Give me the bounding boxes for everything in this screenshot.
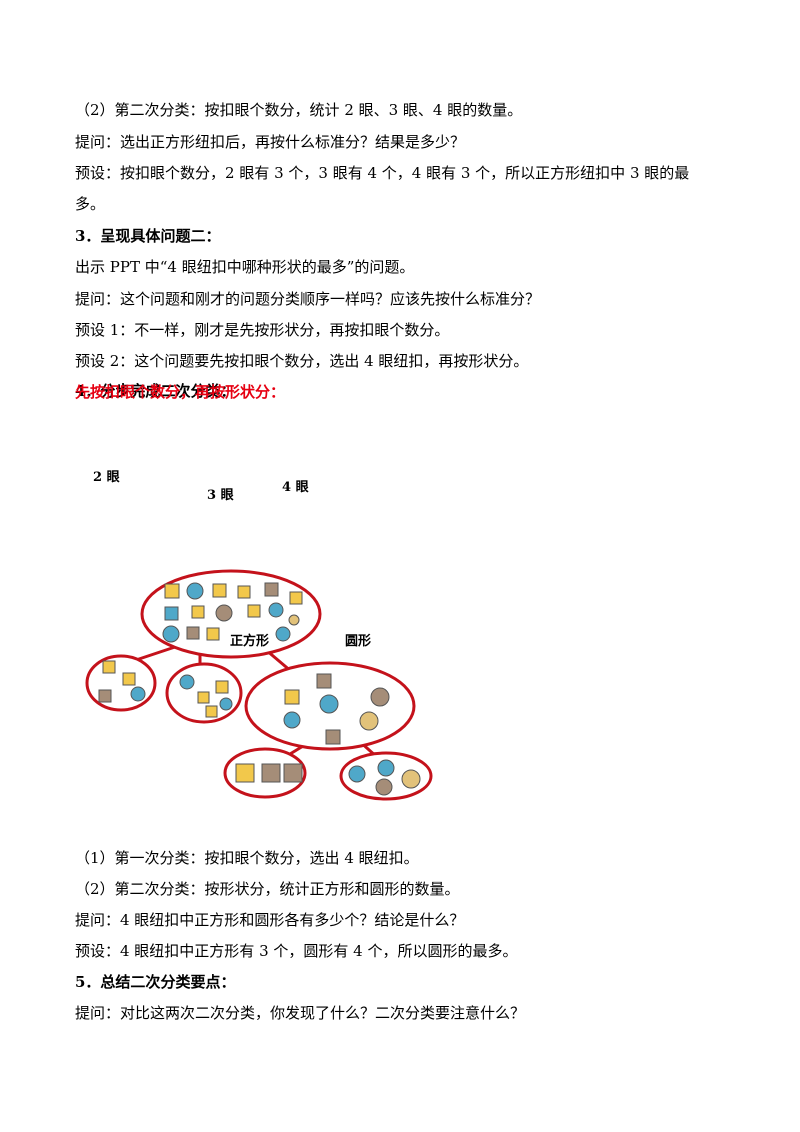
square-button [164,583,180,599]
round-button [377,759,395,777]
square-button [206,627,220,641]
section-heading: 3．呈现具体问题二： [75,227,221,245]
square-button [247,604,261,618]
round-button [179,674,195,690]
section-heading: 5．总结二次分类要点： [75,973,236,991]
square-button [237,585,251,599]
square-button [164,606,179,621]
round-button [162,625,180,643]
square-button [261,763,281,783]
text-line: 预设：按扣眼个数分，2 眼有 3 个，3 眼有 4 个，4 眼有 3 个，所以正… [75,164,690,182]
text-line: 出示 PPT 中“4 眼纽扣中哪种形状的最多”的问题。 [75,258,415,276]
square-button [284,689,300,705]
square-button [264,582,279,597]
square-button [191,605,205,619]
square-button [235,763,255,783]
text-line: （2）第二次分类：按扣眼个数分，统计 2 眼、3 眼、4 眼的数量。 [75,101,523,119]
round-button [288,614,300,626]
round-button [130,686,146,702]
square-button [316,673,332,689]
label-square: 正方形 [230,634,270,649]
label-four-eye: 4 眼 [282,480,309,495]
square-button [215,680,229,694]
round-button [186,582,204,600]
text-line: 提问：选出正方形纽扣后，再按什么标准分？结果是多少？ [75,133,466,151]
square-button [289,591,303,605]
label-round: 圆形 [345,634,372,649]
round-button [219,697,233,711]
square-button [98,689,112,703]
round-button [348,765,366,783]
square-button [197,691,210,704]
round-button [359,711,379,731]
square-button [212,583,227,598]
square-button [283,763,303,783]
text-line: 预设 1：不一样，刚才是先按形状分，再按扣眼个数分。 [75,321,450,339]
text-line: （2）第二次分类：按形状分，统计正方形和圆形的数量。 [75,880,460,898]
text-line: 预设：4 眼纽扣中正方形有 3 个，圆形有 4 个，所以圆形的最多。 [75,942,518,960]
text-line: 提问：4 眼纽扣中正方形和圆形各有多少个？结论是什么？ [75,911,465,929]
round-button [375,778,393,796]
square-button [325,729,341,745]
round-button [370,687,390,707]
text-line: 提问：这个问题和刚才的问题分类顺序一样吗？应该先按什么标准分？ [75,290,541,308]
round-button [401,769,421,789]
text-line: （1）第一次分类：按扣眼个数分，选出 4 眼纽扣。 [75,849,419,867]
round-button [215,604,233,622]
round-button [283,711,301,729]
label-two-eye: 2 眼 [93,470,120,485]
round-button [268,602,284,618]
text-line: 多。 [75,195,106,213]
label-three-eye: 3 眼 [207,488,234,503]
two-eye-ellipse [85,654,157,712]
section-heading: 4．分步完成二次分类： [75,382,236,400]
text-line: 提问：对比这两次二次分类，你发现了什么？二次分类要注意什么？ [75,1004,526,1022]
square-button [205,705,218,718]
round-button [319,694,339,714]
text-line: 预设 2：这个问题要先按扣眼个数分，选出 4 眼纽扣，再按形状分。 [75,352,529,370]
red-overlay-heading: 先按扣眼个数分，再按形状分： [75,383,286,401]
square-button [102,660,116,674]
round-button [275,626,291,642]
square-button [186,626,200,640]
square-button [122,672,136,686]
